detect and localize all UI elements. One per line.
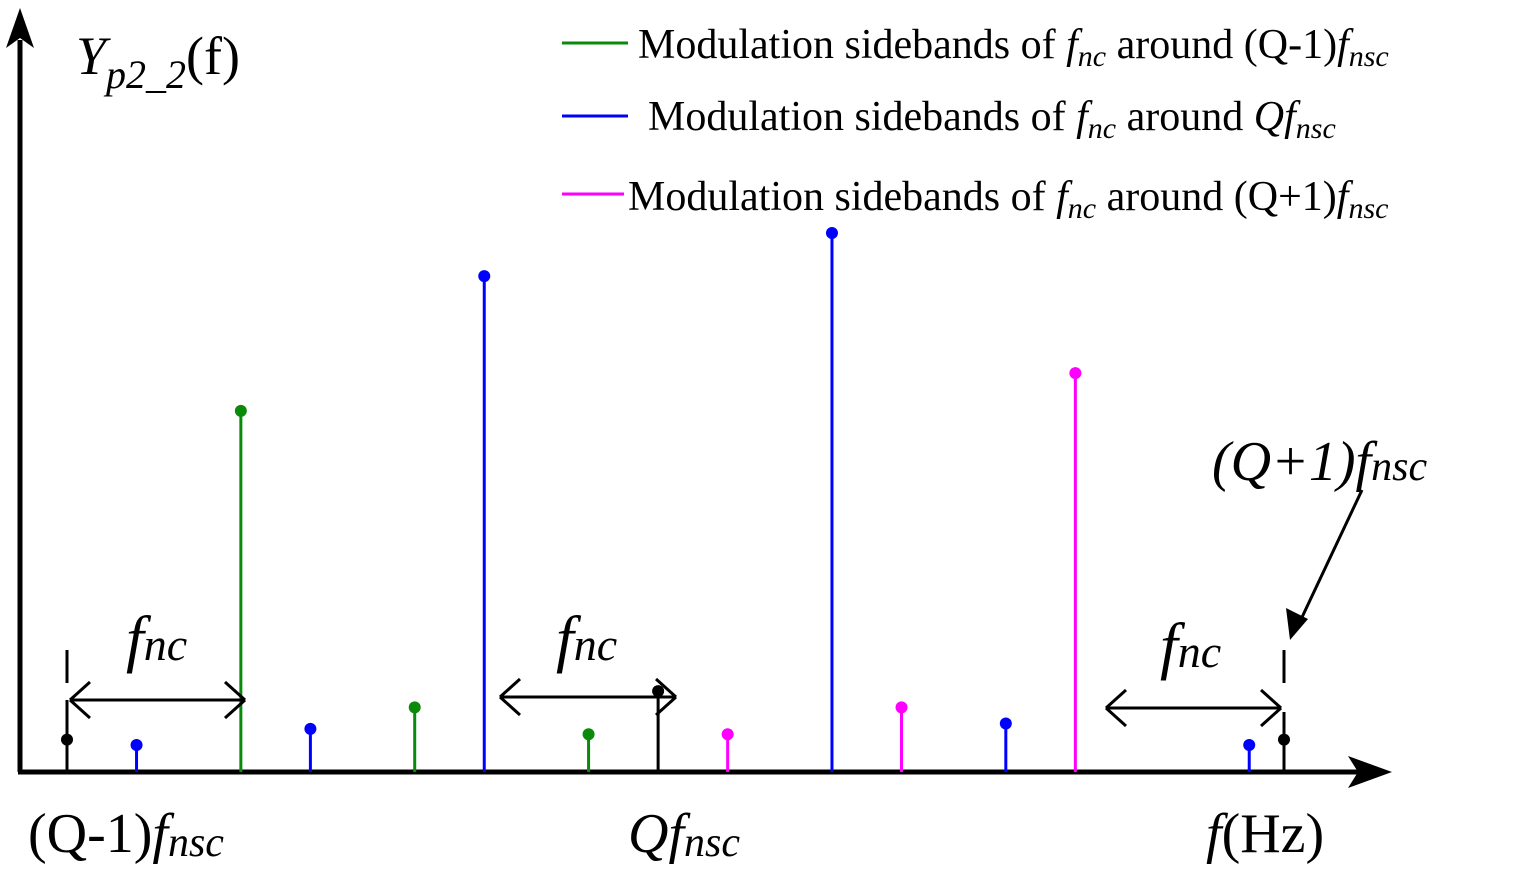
stem-marker-4 [408,701,421,714]
spacing-label-3: fnc [1160,610,1221,681]
svg-text:Modulation sidebands of fnc ar: Modulation sidebands of fnc around (Q-1)… [638,22,1389,73]
stem-marker-11 [999,717,1012,730]
stem-marker-5 [478,270,491,283]
stem-marker-0 [61,733,73,746]
callout-arrowhead [1286,608,1308,640]
spacing-label-1: fnc [126,603,187,674]
callout-label: (Q+1)fnsc [1212,431,1427,493]
stem-marker-8 [721,728,734,741]
spacing-arrow-3 [1104,688,1283,728]
stem-marker-2 [234,404,247,417]
x-axis-label: f(Hz) [1206,803,1324,865]
x-tick-label-left: (Q-1)fnsc [28,803,224,866]
callout-arrow [1294,489,1364,631]
x-tick-label-center: Qfnsc [628,803,740,866]
legend-item-magenta: Modulation sidebands of fnc around (Q+1)… [562,174,1388,225]
stem-marker-10 [895,701,908,714]
legend: Modulation sidebands of fnc around (Q-1)… [562,22,1389,225]
y-axis-label: Yp2_2(f) [76,26,240,97]
stem-marker-14 [1278,733,1290,746]
stem-marker-12 [1069,367,1082,380]
y-axis-arrow [6,8,34,48]
svg-text:Modulation sidebands of fnc ar: Modulation sidebands of fnc around Qfnsc [648,94,1336,145]
stem-marker-3 [304,722,317,735]
x-axis-arrow [1348,756,1392,788]
spacing-arrow-1 [68,680,247,720]
stem-marker-9 [825,227,838,239]
spacing-label-2: fnc [556,603,617,674]
stem-marker-13 [1243,739,1256,752]
legend-item-green: Modulation sidebands of fnc around (Q-1)… [562,22,1389,73]
stem-marker-7 [652,685,665,698]
stem-marker-1 [130,739,143,752]
spacing-arrow-2 [498,677,678,717]
legend-item-blue: Modulation sidebands of fnc around Qfnsc [562,94,1336,145]
stem-marker-6 [582,728,595,741]
stem-series [61,227,1290,772]
svg-text:Modulation sidebands of fnc ar: Modulation sidebands of fnc around (Q+1)… [628,174,1388,225]
